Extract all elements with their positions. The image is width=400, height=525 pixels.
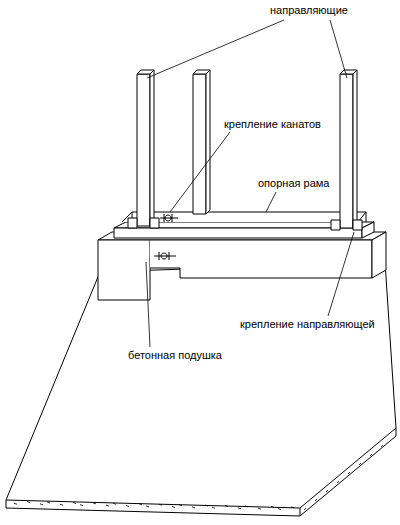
part-label: направляющие: [268, 4, 350, 17]
concrete-pad: [372, 232, 386, 278]
part-label: опорная рама: [256, 177, 331, 190]
leader-line: [266, 192, 276, 212]
rail-bracket: [331, 220, 362, 230]
rope-attachment: [154, 252, 176, 260]
leader-line: [330, 20, 347, 78]
guide-rail: [340, 74, 353, 228]
slab-edge: [6, 428, 396, 516]
support-frame: [362, 222, 374, 238]
rope-attachment: [160, 214, 178, 222]
leader-line: [170, 132, 230, 212]
rail-bracket: [128, 218, 159, 228]
leader-line: [328, 232, 354, 316]
part-label: крепление канатов: [222, 118, 323, 131]
concrete-pad: [98, 240, 150, 300]
concrete-pad: [150, 240, 372, 278]
floor-slab: [6, 262, 396, 508]
leader-line: [146, 262, 150, 347]
part-label: крепление направляющей: [238, 318, 377, 331]
part-label: бетонная подушка: [126, 349, 224, 362]
guide-rail: [137, 74, 150, 226]
guide-rail: [193, 74, 206, 214]
guide-rail: [137, 70, 154, 226]
concrete-texture: [14, 445, 383, 510]
guide-rail: [193, 70, 210, 214]
leader-line: [147, 20, 284, 78]
support-frame: [114, 228, 362, 238]
guide-rail: [340, 70, 357, 228]
concrete-texture: [14, 445, 383, 510]
